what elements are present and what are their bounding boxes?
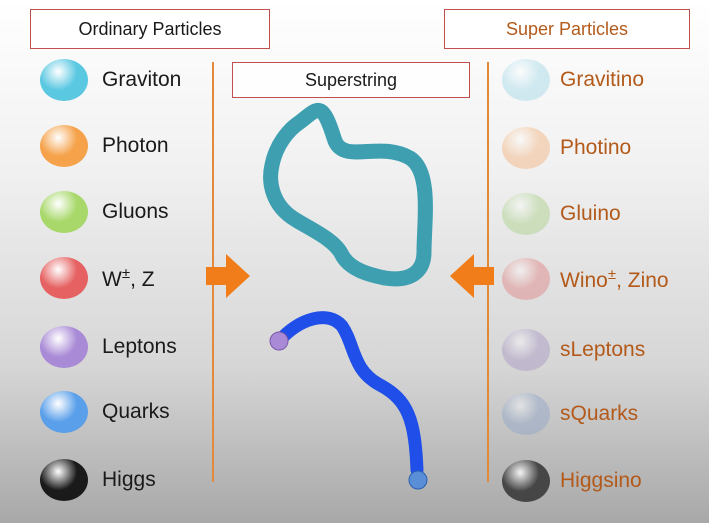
ordinary-particle-higgs: Higgs [40, 455, 156, 505]
open-string-start-endpoint [269, 331, 289, 351]
super-particles-header: Super Particles [444, 9, 690, 49]
particle-label: Photon [102, 134, 169, 157]
quarks-ball-icon [40, 391, 88, 433]
particle-label: Gluons [102, 200, 169, 223]
super-particle-gluino: Gluino [502, 189, 621, 239]
ordinary-particle-quarks: Quarks [40, 387, 170, 437]
higgsino-ball-icon [502, 460, 550, 502]
super-particle-photino: Photino [502, 123, 631, 173]
open-string-end-endpoint [408, 470, 428, 490]
particle-charge: ± [121, 264, 131, 282]
squarks-ball-icon [502, 393, 550, 435]
w-z-ball-icon [40, 257, 88, 299]
ordinary-particle-leptons: Leptons [40, 322, 177, 372]
ordinary-particles-header: Ordinary Particles [30, 9, 270, 49]
arrow-left-icon [450, 254, 494, 298]
gluons-ball-icon [40, 191, 88, 233]
particle-label: Higgsino [560, 469, 642, 492]
ordinary-particle-graviton: Graviton [40, 55, 181, 105]
leptons-ball-icon [40, 326, 88, 368]
super-particle-higgsino: Higgsino [502, 456, 642, 506]
ordinary-particle-photon: Photon [40, 121, 169, 171]
particle-label: W±, Z [102, 265, 155, 292]
ordinary-particle-wz: W±, Z [40, 253, 155, 303]
particle-label: Quarks [102, 400, 170, 423]
sleptons-ball-icon [502, 329, 550, 371]
particle-name: W [102, 267, 122, 291]
particle-label: Leptons [102, 335, 177, 358]
particle-label: Higgs [102, 468, 156, 491]
particle-label: Photino [560, 136, 632, 159]
super-particle-gravitino: Gravitino [502, 55, 644, 105]
gluino-ball-icon [502, 193, 550, 235]
superstring-header: Superstring [232, 62, 470, 98]
graviton-ball-icon [40, 59, 88, 101]
particle-label: Gravitino [560, 68, 645, 91]
gravitino-ball-icon [502, 59, 550, 101]
super-particle-sleptons: sLeptons [502, 325, 645, 375]
photino-ball-icon [502, 127, 550, 169]
open-string [272, 311, 424, 477]
particle-label: Wino±, Zino [560, 266, 669, 293]
photon-ball-icon [40, 125, 88, 167]
particle-label: Graviton [102, 68, 182, 91]
arrow-right-icon [206, 254, 250, 298]
ordinary-particle-gluons: Gluons [40, 187, 169, 237]
closed-string-loop [263, 103, 433, 287]
particle-name: Wino [560, 268, 608, 292]
wino-zino-ball-icon [502, 258, 550, 300]
particle-label: sLeptons [560, 338, 646, 361]
particle-suffix: , Z [130, 267, 155, 291]
particle-charge: ± [607, 265, 617, 283]
super-particle-squarks: sQuarks [502, 389, 638, 439]
super-particle-wino-zino: Wino±, Zino [502, 254, 669, 304]
particle-label: sQuarks [560, 402, 639, 425]
higgs-ball-icon [40, 459, 88, 501]
particle-suffix: , Zino [616, 268, 669, 292]
particle-label: Gluino [560, 202, 621, 225]
